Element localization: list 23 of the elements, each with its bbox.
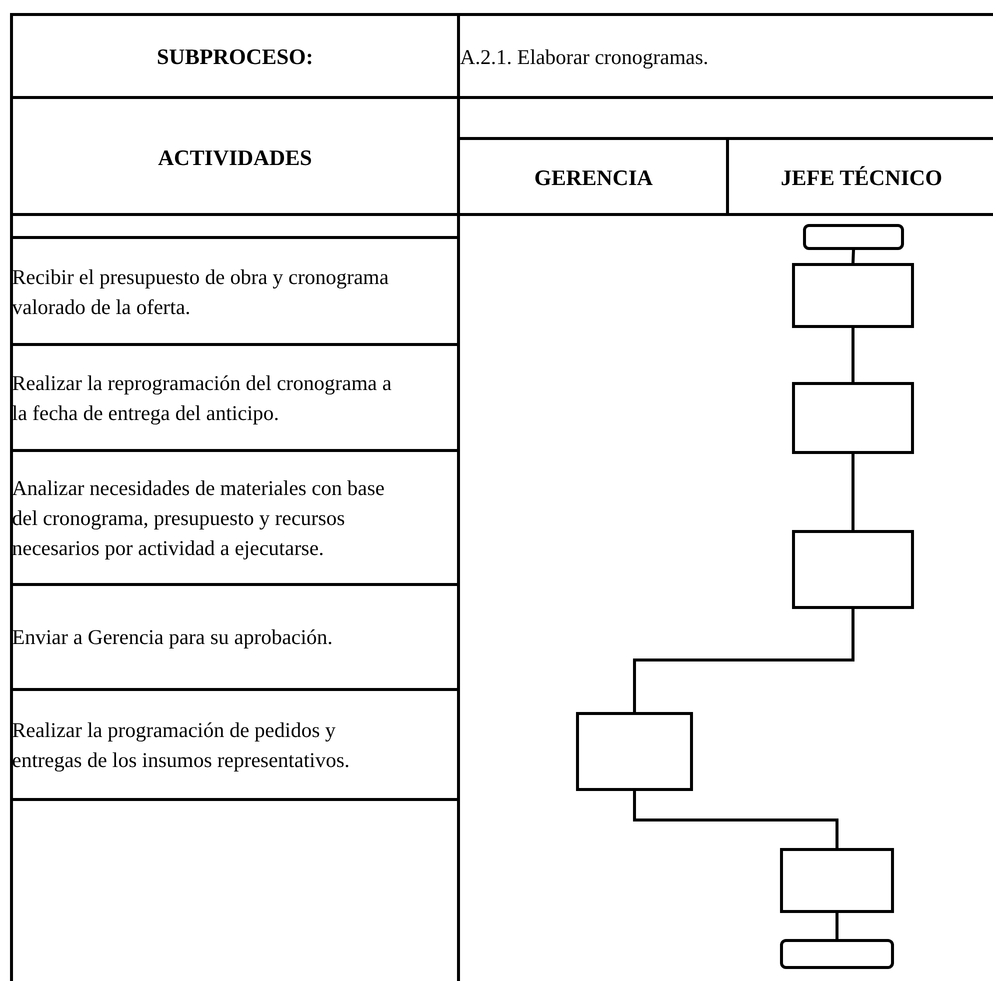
activity-text: Analizar necesidades de materiales con base del cronograma, presupuesto y recursos necesarios por actividad a ejecutarse. [12,474,386,562]
activity-text: Realizar la reprogramación del cronograma a la fecha de entrega del anticipo. [12,370,392,426]
process-box [792,263,914,328]
connector-line [836,913,838,939]
process-box [792,530,914,609]
terminator-shape [780,939,894,969]
column-heading: JEFE TÉCNICO [780,165,942,191]
process-box [792,382,914,454]
activity-text: Enviar a Gerencia para su aprobación. [12,624,333,651]
column-heading: ACTIVIDADES [158,144,312,170]
activity-text: Recibir el presupuesto de obra y cronograma valorado de la oferta. [12,264,390,320]
column-heading: SUBPROCESO: [156,44,314,70]
terminator-shape [803,224,904,250]
process-box [780,848,894,913]
connector-line [633,791,838,848]
activity-text: Realizar la programación de pedidos y entregas de los insumos representativos. [12,716,351,774]
activity-text: A.2.1. Elaborar cronogramas. [460,44,708,70]
connector-line [852,454,854,530]
connector-line [633,609,854,712]
process-box [576,712,693,791]
connector-line [852,250,855,264]
column-heading: GERENCIA [534,165,653,191]
connector-line [852,328,854,382]
